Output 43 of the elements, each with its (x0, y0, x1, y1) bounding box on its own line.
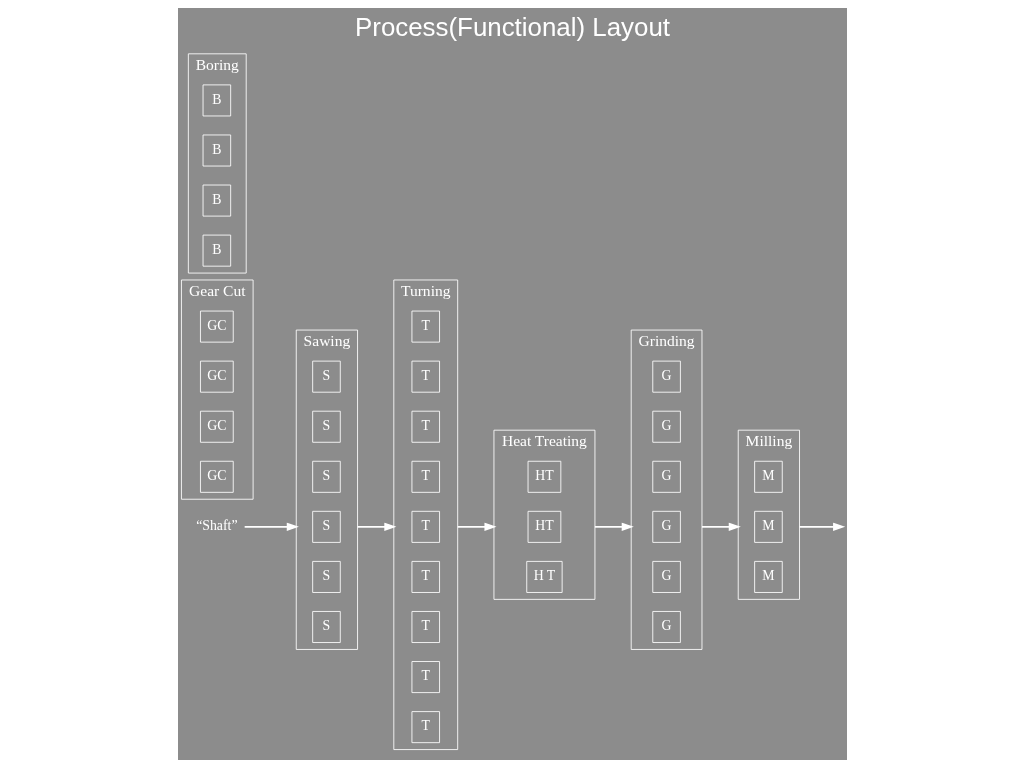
node-box: S (311, 560, 341, 593)
node-box: B (202, 234, 231, 267)
node-box: GC (199, 460, 234, 493)
node-box: S (311, 360, 341, 393)
node-box: G (651, 510, 681, 543)
node-box: M (753, 510, 783, 543)
node-box: G (651, 410, 681, 443)
node-box: T (411, 460, 440, 493)
diagram-title: Process(Functional) Layout (354, 12, 670, 41)
node-box: HT (527, 460, 561, 493)
node-text: “Shaft” (195, 518, 238, 534)
node-box: GC (199, 410, 234, 443)
node-box: M (753, 460, 783, 493)
node-box: S (311, 460, 341, 493)
node-box: GC (199, 360, 234, 393)
node-box: H T (525, 560, 563, 593)
node-box: B (202, 184, 231, 217)
node-box: M (753, 560, 783, 593)
arrow (700, 522, 741, 532)
node-box: T (411, 360, 440, 393)
node-box: T (411, 711, 440, 744)
arrow (456, 522, 497, 532)
arrow (356, 522, 396, 532)
arrow (798, 522, 845, 532)
node-box: G (651, 460, 681, 493)
node-box: T (411, 410, 440, 443)
node-box: G (651, 560, 681, 593)
node-box: T (411, 661, 440, 694)
node-box: B (202, 84, 231, 117)
node-box: G (651, 360, 681, 393)
node-box: B (202, 134, 231, 167)
arrow (593, 522, 634, 532)
node-box: G (651, 611, 681, 643)
node-box: GC (199, 310, 234, 343)
node-box: HT (527, 510, 561, 543)
node-box: T (411, 510, 440, 543)
node-box: S (311, 410, 341, 443)
node-box: T (411, 560, 440, 593)
node-box: T (411, 310, 440, 343)
arrow (243, 522, 299, 532)
node-box: T (411, 611, 440, 643)
node-box: S (311, 611, 341, 643)
node-box: S (311, 510, 341, 543)
